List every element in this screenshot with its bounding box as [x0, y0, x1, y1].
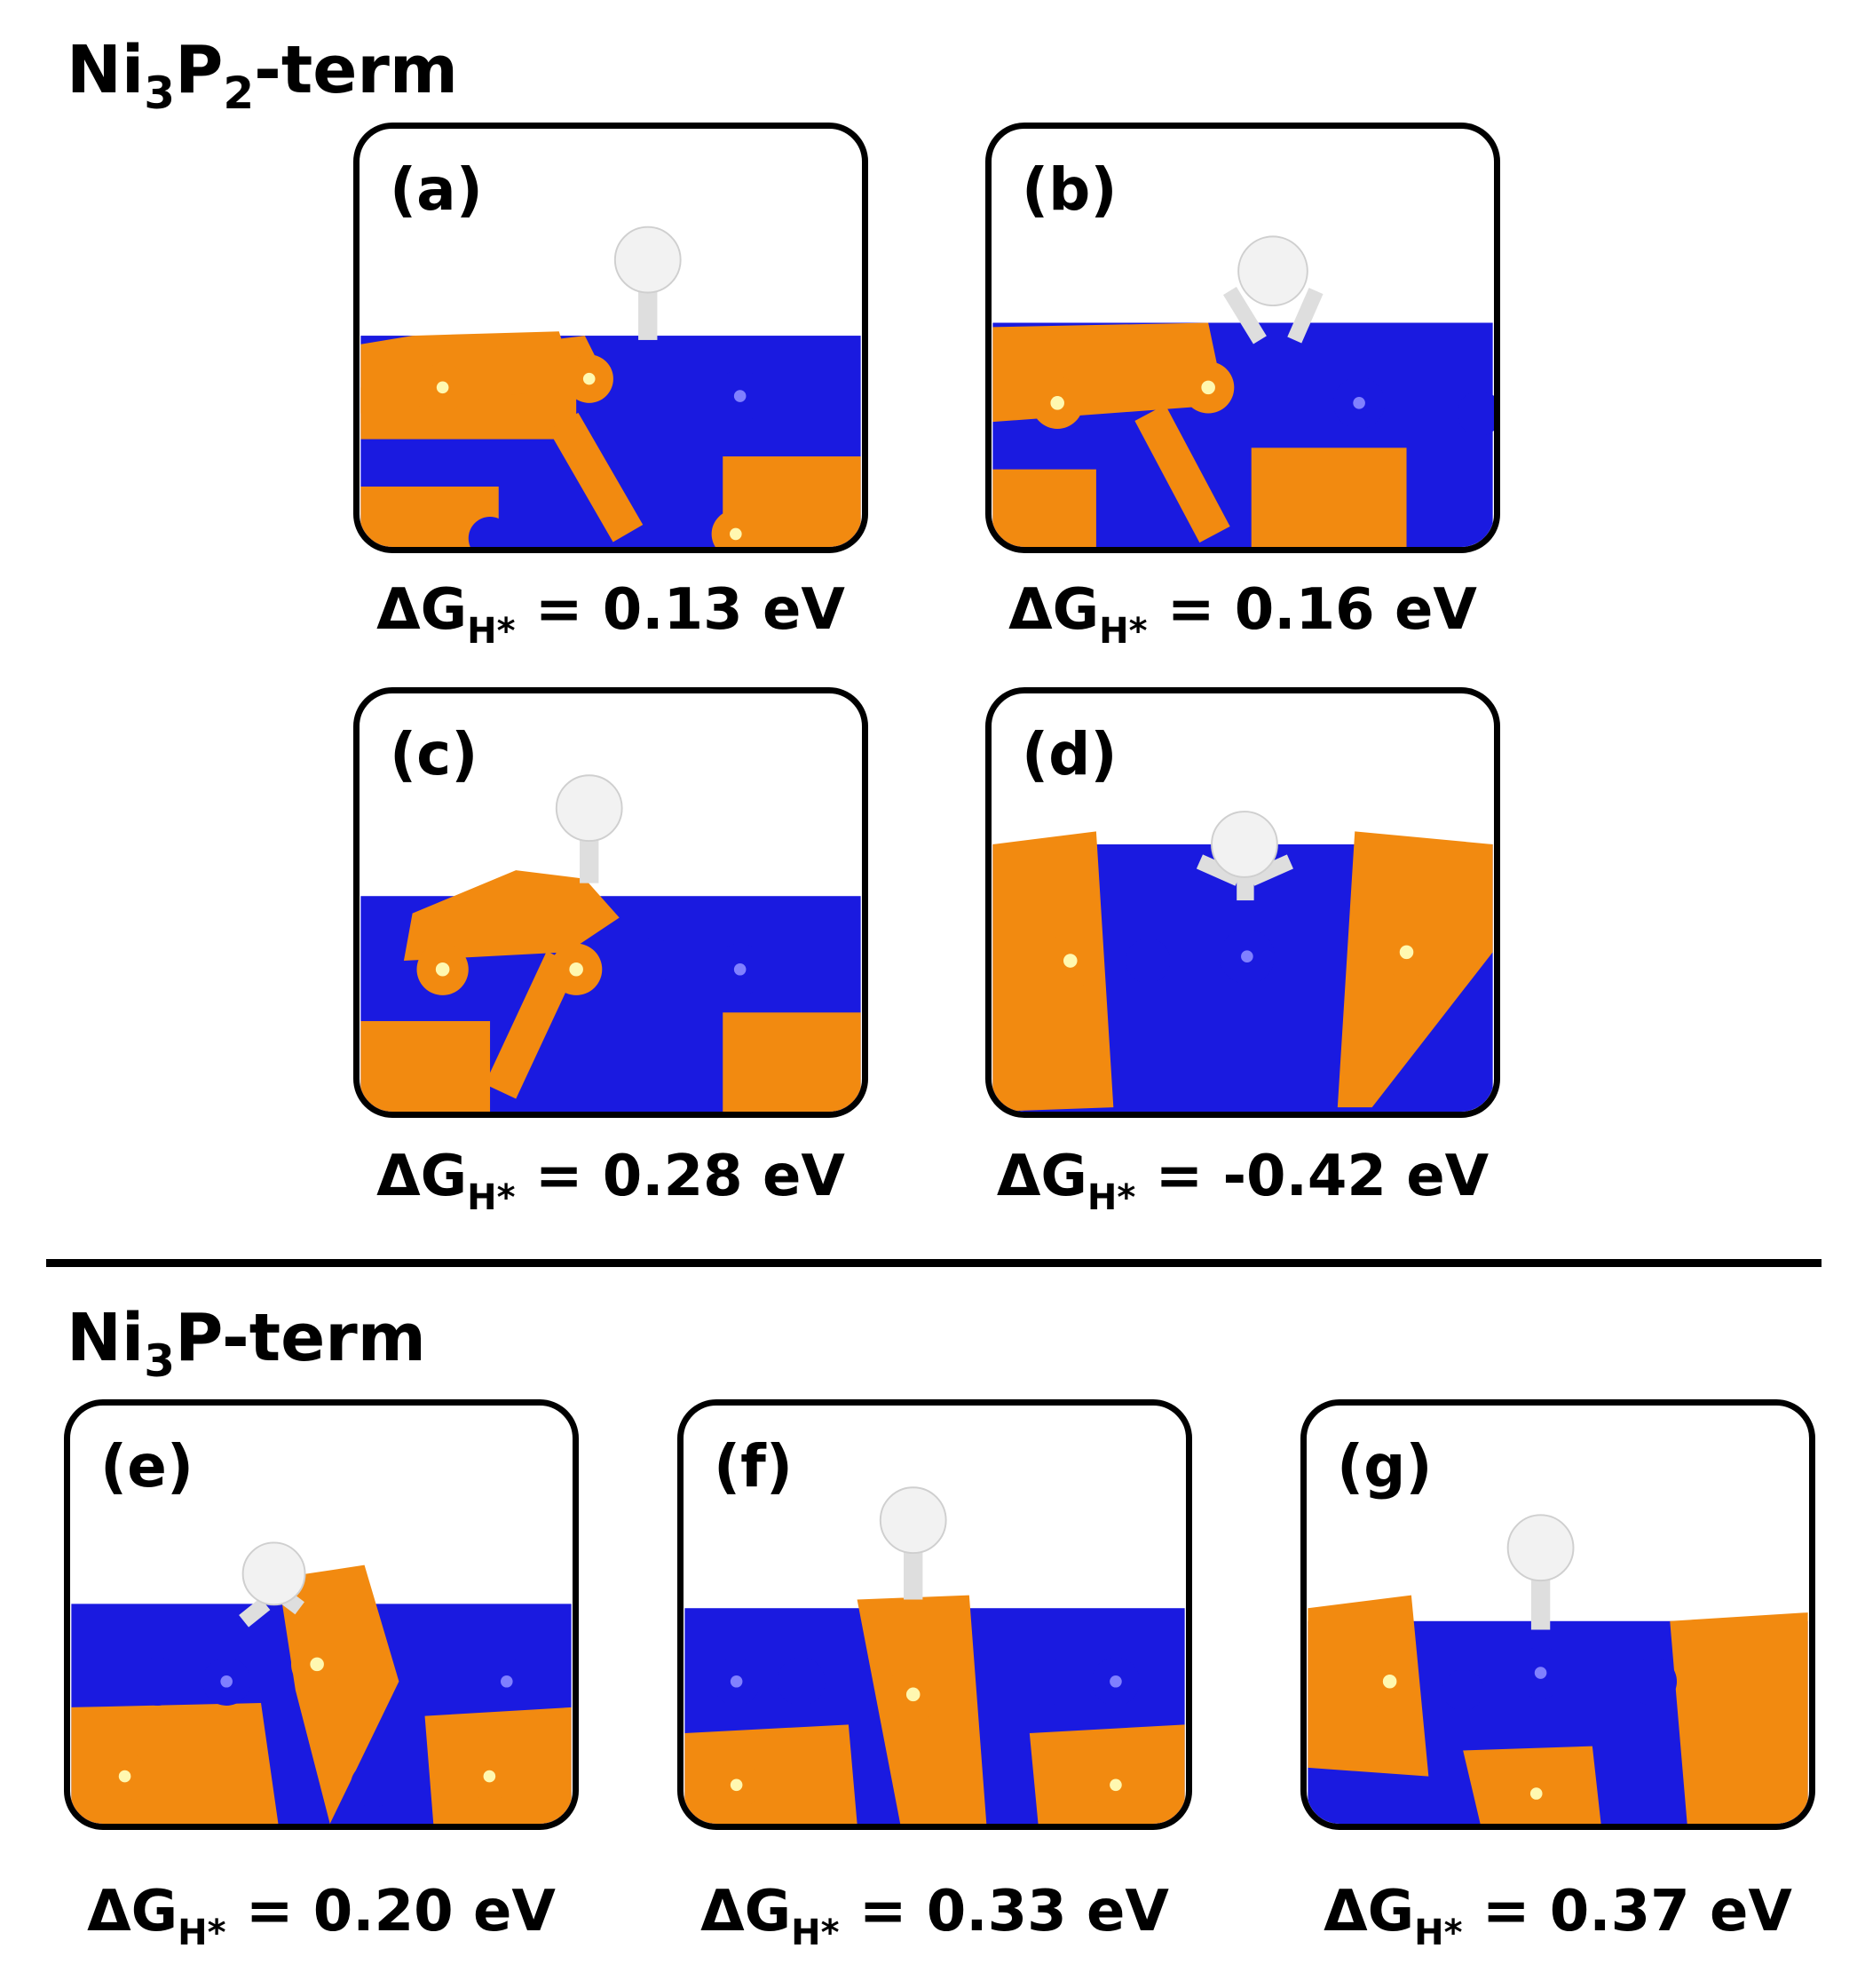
panel-label-g: (g) [1337, 1432, 1433, 1501]
structure-image-g [1308, 1514, 1808, 1824]
panel-a: (a) [353, 123, 868, 553]
panel-label-d: (d) [1022, 720, 1118, 788]
section-divider [46, 1259, 1822, 1267]
energy-label-a: ΔGH* = 0.13 eV [376, 577, 845, 652]
panel-label-e: (e) [100, 1432, 194, 1501]
panel-label-b: (b) [1022, 155, 1118, 224]
section-title-ni3p-term: Ni3P-term [67, 1300, 426, 1387]
section-title-ni3p2-term: Ni3P2-term [67, 32, 459, 119]
panel-label-c: (c) [390, 720, 478, 788]
energy-label-g: ΔGH* = 0.37 eV [1324, 1879, 1792, 1953]
panel-f: (f) [677, 1399, 1192, 1830]
energy-label-f: ΔGH* = 0.33 eV [700, 1879, 1169, 1953]
panel-label-f: (f) [714, 1432, 794, 1501]
energy-label-c: ΔGH* = 0.28 eV [376, 1144, 845, 1218]
panel-c: (c) [353, 687, 868, 1118]
panel-label-a: (a) [390, 155, 483, 224]
structure-image-a [360, 226, 861, 547]
structure-image-b [992, 235, 1494, 547]
panel-d: (d) [985, 687, 1500, 1118]
structure-image-c [360, 774, 861, 1112]
panel-g: (g) [1300, 1399, 1815, 1830]
structure-image-e [71, 1541, 572, 1824]
energy-label-d: ΔGH* = -0.42 eV [996, 1144, 1490, 1218]
structure-image-d [992, 811, 1493, 1112]
structure-image-f [684, 1486, 1185, 1824]
panel-b: (b) [985, 123, 1500, 553]
panel-e: (e) [64, 1399, 579, 1830]
energy-label-e: ΔGH* = 0.20 eV [87, 1879, 556, 1953]
energy-label-b: ΔGH* = 0.16 eV [1008, 577, 1477, 652]
